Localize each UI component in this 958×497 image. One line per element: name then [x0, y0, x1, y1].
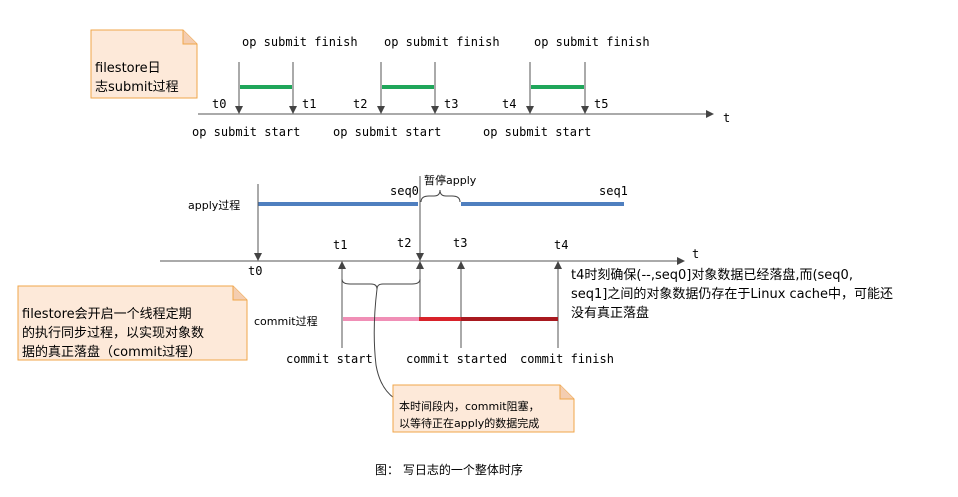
- callout-line: [373, 288, 395, 399]
- pause-apply-label: 暂停apply: [424, 173, 477, 187]
- note-line-1: filestore日: [95, 61, 161, 76]
- tick-t5: t5: [594, 97, 608, 111]
- op-submit-start-label-3: op submit start: [483, 125, 591, 139]
- tick-t1: t1: [302, 97, 316, 111]
- op-submit-start-label-2: op submit start: [333, 125, 441, 139]
- block-brace-left: [341, 278, 378, 290]
- commit-process-label: commit过程: [254, 315, 318, 328]
- pause-brace: [420, 189, 461, 203]
- op-submit-start-label-1: op submit start: [192, 125, 300, 139]
- commit-block-note: 本时间段内，commit阻塞， 以等待正在apply的数据完成: [392, 384, 575, 433]
- block-note-line-1: 本时间段内，commit阻塞，: [399, 399, 540, 413]
- bottom-tick-t4: t4: [554, 238, 568, 252]
- top-axis-label: t: [723, 111, 730, 125]
- bottom-tick-t2: t2: [397, 236, 411, 250]
- bottom-tick-t1: t1: [333, 238, 347, 252]
- filestore-log-note: filestore日 志submit过程: [90, 29, 198, 99]
- op-submit-finish-label-3: op submit finish: [534, 35, 650, 49]
- left-note-line-3: 据的真正落盘（commit过程）: [22, 344, 201, 360]
- tick-t0: t0: [212, 97, 226, 111]
- seq0-label: seq0: [390, 184, 419, 198]
- apply-process-label: apply过程: [188, 199, 240, 212]
- t4-note-line-2: seq1]之间的对象数据仍存在于Linux cache中，可能还: [571, 286, 893, 302]
- seq1-label: seq1: [599, 184, 628, 198]
- block-brace-right: [376, 278, 421, 290]
- tick-t3: t3: [444, 97, 458, 111]
- bottom-tick-t3: t3: [453, 236, 467, 250]
- commit-started-label: commit started: [406, 352, 507, 366]
- commit-start-label: commit start: [286, 352, 373, 366]
- tick-t2: t2: [353, 97, 367, 111]
- commit-finish-label: commit finish: [520, 352, 614, 366]
- op-submit-finish-label-2: op submit finish: [384, 35, 500, 49]
- bottom-tick-t0: t0: [248, 264, 262, 278]
- op-submit-finish-label-1: op submit finish: [242, 35, 358, 49]
- filestore-commit-note: filestore会开启一个线程定期 的执行同步过程，以实现对象数 据的真正落盘…: [17, 285, 248, 361]
- figure-caption: 图： 写日志的一个整体时序: [375, 462, 523, 477]
- t4-note-line-3: 没有真正落盘: [571, 305, 649, 321]
- left-note-line-2: 的执行同步过程，以实现对象数: [22, 325, 204, 341]
- t4-note-line-1: t4时刻确保(--,seq0]对象数据已经落盘,而(seq0,: [571, 267, 853, 283]
- left-note-line-1: filestore会开启一个线程定期: [22, 307, 192, 322]
- note-line-2: 志submit过程: [95, 80, 179, 95]
- tick-t4: t4: [502, 97, 516, 111]
- block-note-line-2: 以等待正在apply的数据完成: [399, 416, 539, 430]
- bottom-axis-label: t: [692, 247, 699, 261]
